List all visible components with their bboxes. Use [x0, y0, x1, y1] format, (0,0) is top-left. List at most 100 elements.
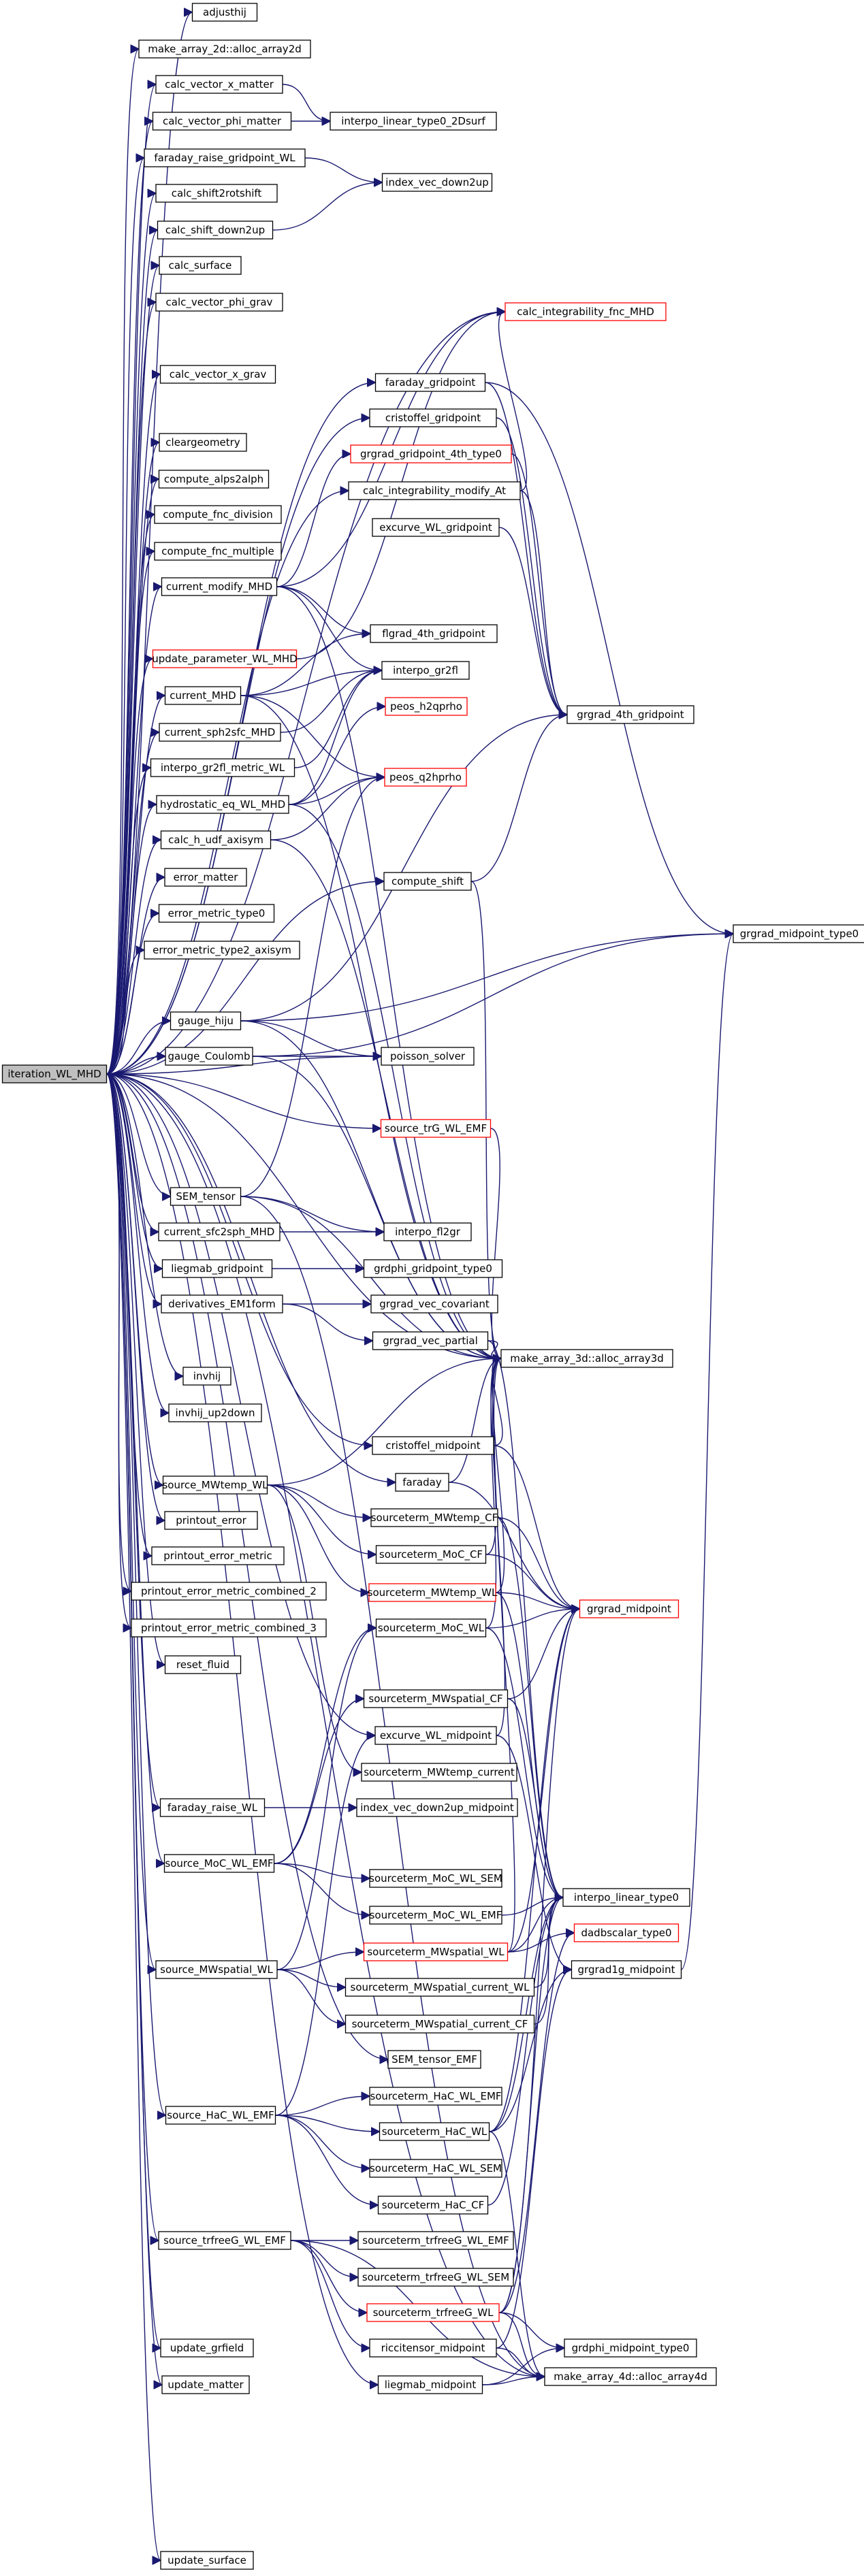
- node-source-mwspatial-wl[interactable]: source_MWspatial_WL: [155, 1960, 278, 1979]
- node-grgrad1g-midpoint[interactable]: grgrad1g_midpoint: [571, 1960, 682, 1979]
- node-sourceterm-mwspatial-current-cf[interactable]: sourceterm_MWspatial_current_CF: [345, 2015, 535, 2034]
- node-grdphi-midpoint-type0[interactable]: grdphi_midpoint_type0: [564, 2338, 697, 2358]
- node-sourceterm-mwtemp-cf[interactable]: sourceterm_MWtemp_CF: [370, 1508, 498, 1527]
- node-make-array-3d-alloc-array3d[interactable]: make_array_3d::alloc_array3d: [500, 1349, 673, 1368]
- node-printout-error[interactable]: printout_error: [164, 1511, 258, 1530]
- node-grdphi-gridpoint-type0[interactable]: grdphi_gridpoint_type0: [363, 1259, 503, 1278]
- node-printout-error-metric-combined-2[interactable]: printout_error_metric_combined_2: [131, 1582, 327, 1601]
- node-cleargeometry[interactable]: cleargeometry: [159, 433, 247, 452]
- node-cristoffel-midpoint[interactable]: cristoffel_midpoint: [372, 1436, 494, 1455]
- node-calc-shift-down2up[interactable]: calc_shift_down2up: [157, 221, 274, 240]
- node-error-metric-type2-axisym[interactable]: error_metric_type2_axisym: [144, 941, 300, 960]
- node-invhij-up2down[interactable]: invhij_up2down: [168, 1403, 262, 1422]
- node-poisson-solver[interactable]: poisson_solver: [381, 1047, 475, 1066]
- node-sourceterm-mwtemp-wl[interactable]: sourceterm_MWtemp_WL: [368, 1583, 498, 1602]
- node-source-trg-wl-emf[interactable]: source_trG_WL_EMF: [380, 1119, 492, 1138]
- node-calc-vector-phi-matter[interactable]: calc_vector_phi_matter: [152, 112, 292, 131]
- node-calc-h-udf-axisym[interactable]: calc_h_udf_axisym: [160, 830, 272, 849]
- node-liegmab-gridpoint[interactable]: liegmab_gridpoint: [161, 1259, 273, 1278]
- node-faraday-raise-gridpoint-wl[interactable]: faraday_raise_gridpoint_WL: [144, 148, 306, 167]
- node-derivatives-em1form[interactable]: derivatives_EM1form: [161, 1294, 283, 1314]
- node-sourceterm-mwspatial-cf[interactable]: sourceterm_MWspatial_CF: [363, 1689, 509, 1708]
- node-sourceterm-moc-wl-emf[interactable]: sourceterm_MoC_WL_EMF: [369, 1906, 502, 1925]
- node-error-metric-type0[interactable]: error_metric_type0: [158, 904, 275, 923]
- node-interpo-gr2fl-metric-wl[interactable]: interpo_gr2fl_metric_WL: [150, 758, 295, 777]
- node-flgrad-4th-gridpoint[interactable]: flgrad_4th_gridpoint: [370, 624, 498, 643]
- node-calc-shift2rotshift[interactable]: calc_shift2rotshift: [155, 184, 278, 203]
- node-hydrostatic-eq-wl-mhd[interactable]: hydrostatic_eq_WL_MHD: [156, 795, 289, 814]
- node-sourceterm-hac-wl-sem[interactable]: sourceterm_HaC_WL_SEM: [369, 2159, 502, 2178]
- node-cristoffel-gridpoint[interactable]: cristoffel_gridpoint: [369, 408, 497, 427]
- node-peos-h2qprho[interactable]: peos_h2qprho: [385, 697, 468, 716]
- node-calc-vector-x-matter[interactable]: calc_vector_x_matter: [155, 75, 283, 94]
- node-index-vec-down2up-midpoint[interactable]: index_vec_down2up_midpoint: [356, 1798, 518, 1817]
- node-gauge-hiju[interactable]: gauge_hiju: [170, 1011, 242, 1030]
- node-sourceterm-hac-wl-emf[interactable]: sourceterm_HaC_WL_EMF: [369, 2087, 502, 2106]
- node-sourceterm-trfreeg-wl[interactable]: sourceterm_trfreeG_WL: [366, 2303, 500, 2322]
- node-sourceterm-hac-cf[interactable]: sourceterm_HaC_CF: [377, 2196, 489, 2215]
- node-sourceterm-mwspatial-current-wl[interactable]: sourceterm_MWspatial_current_WL: [345, 1978, 535, 1997]
- node-update-grfield[interactable]: update_grfield: [160, 2338, 254, 2358]
- node-iteration-wl-mhd[interactable]: iteration_WL_MHD: [1, 1064, 108, 1083]
- node-sem-tensor-emf[interactable]: SEM_tensor_EMF: [387, 2050, 481, 2069]
- node-sourceterm-mwspatial-wl[interactable]: sourceterm_MWspatial_WL: [363, 1942, 509, 1961]
- node-reset-fluid[interactable]: reset_fluid: [164, 1655, 242, 1674]
- node-compute-shift[interactable]: compute_shift: [383, 872, 472, 891]
- node-faraday[interactable]: faraday: [395, 1473, 449, 1492]
- node-current-sph2sfc-mhd[interactable]: current_sph2sfc_MHD: [159, 723, 281, 742]
- node-adjusthij[interactable]: adjusthij: [191, 3, 258, 22]
- node-sourceterm-moc-wl-sem[interactable]: sourceterm_MoC_WL_SEM: [369, 1869, 502, 1888]
- node-faraday-raise-wl[interactable]: faraday_raise_WL: [159, 1798, 266, 1817]
- node-compute-fnc-multiple[interactable]: compute_fnc_multiple: [154, 542, 282, 561]
- node-dadbscalar-type0[interactable]: dadbscalar_type0: [573, 1923, 679, 1942]
- node-calc-integrability-fnc-mhd[interactable]: calc_integrability_fnc_MHD: [505, 302, 667, 321]
- node-interpo-linear-type0[interactable]: interpo_linear_type0: [562, 1888, 690, 1907]
- node-calc-vector-x-grav[interactable]: calc_vector_x_grav: [159, 365, 276, 384]
- node-source-hac-wl-emf[interactable]: source_HaC_WL_EMF: [165, 2106, 276, 2125]
- node-grgrad-gridpoint-4th-type0[interactable]: grgrad_gridpoint_4th_type0: [350, 444, 512, 463]
- node-faraday-gridpoint[interactable]: faraday_gridpoint: [374, 373, 486, 392]
- node-excurve-wl-gridpoint[interactable]: excurve_WL_gridpoint: [372, 518, 500, 537]
- node-source-mwtemp-wl[interactable]: source_MWtemp_WL: [162, 1476, 268, 1495]
- node-sem-tensor[interactable]: SEM_tensor: [170, 1187, 242, 1206]
- node-gauge-coulomb[interactable]: gauge_Coulomb: [165, 1047, 253, 1066]
- node-interpo-linear-type0-2dsurf[interactable]: interpo_linear_type0_2Dsurf: [330, 112, 497, 131]
- node-interpo-gr2fl[interactable]: interpo_gr2fl: [381, 661, 470, 680]
- node-calc-surface[interactable]: calc_surface: [159, 256, 242, 275]
- node-grgrad-vec-partial[interactable]: grgrad_vec_partial: [372, 1331, 489, 1350]
- node-current-modify-mhd[interactable]: current_modify_MHD: [161, 577, 278, 596]
- node-grgrad-4th-gridpoint[interactable]: grgrad_4th_gridpoint: [566, 705, 694, 724]
- node-sourceterm-trfreeg-wl-emf[interactable]: sourceterm_trfreeG_WL_EMF: [357, 2231, 514, 2250]
- node-excurve-wl-midpoint[interactable]: excurve_WL_midpoint: [374, 1726, 497, 1745]
- node-sourceterm-trfreeg-wl-sem[interactable]: sourceterm_trfreeG_WL_SEM: [357, 2268, 514, 2287]
- node-index-vec-down2up[interactable]: index_vec_down2up: [381, 173, 493, 192]
- node-grgrad-midpoint-type0[interactable]: grgrad_midpoint_type0: [733, 924, 864, 943]
- node-source-trfreeg-wl-emf[interactable]: source_trfreeG_WL_EMF: [158, 2231, 291, 2250]
- node-sourceterm-moc-cf[interactable]: sourceterm_MoC_CF: [375, 1545, 487, 1564]
- node-riccitensor-midpoint[interactable]: riccitensor_midpoint: [369, 2338, 497, 2358]
- node-update-matter[interactable]: update_matter: [161, 2375, 250, 2394]
- node-current-sfc2sph-mhd[interactable]: current_sfc2sph_MHD: [158, 1222, 281, 1241]
- node-source-moc-wl-emf[interactable]: source_MoC_WL_EMF: [163, 1854, 275, 1873]
- node-grgrad-midpoint[interactable]: grgrad_midpoint: [579, 1599, 679, 1618]
- node-calc-vector-phi-grav[interactable]: calc_vector_phi_grav: [155, 293, 283, 312]
- node-printout-error-metric[interactable]: printout_error_metric: [151, 1546, 285, 1565]
- node-interpo-fl2gr[interactable]: interpo_fl2gr: [383, 1222, 472, 1241]
- node-make-array-2d-alloc-array2d[interactable]: make_array_2d::alloc_array2d: [138, 39, 311, 59]
- node-compute-fnc-division[interactable]: compute_fnc_division: [154, 505, 282, 524]
- node-liegmab-midpoint[interactable]: liegmab_midpoint: [377, 2375, 483, 2394]
- node-sourceterm-mwtemp-current[interactable]: sourceterm_MWtemp_current: [361, 1763, 517, 1782]
- node-calc-integrability-modify-at[interactable]: calc_integrability_modify_At: [348, 481, 521, 500]
- node-peos-q2hprho[interactable]: peos_q2hprho: [384, 768, 467, 787]
- node-sourceterm-moc-wl[interactable]: sourceterm_MoC_WL: [375, 1618, 487, 1637]
- node-update-parameter-wl-mhd[interactable]: update_parameter_WL_MHD: [152, 649, 298, 668]
- node-compute-alps2alph[interactable]: compute_alps2alph: [158, 470, 270, 489]
- node-invhij[interactable]: invhij: [182, 1367, 231, 1386]
- node-update-surface[interactable]: update_surface: [160, 2551, 254, 2570]
- node-make-array-4d-alloc-array4d[interactable]: make_array_4d::alloc_array4d: [544, 2367, 717, 2386]
- node-current-mhd[interactable]: current_MHD: [164, 686, 242, 705]
- node-error-matter[interactable]: error_matter: [164, 868, 247, 887]
- node-sourceterm-hac-wl[interactable]: sourceterm_HaC_WL: [379, 2122, 490, 2141]
- node-grgrad-vec-covariant[interactable]: grgrad_vec_covariant: [370, 1294, 498, 1314]
- node-printout-error-metric-combined-3[interactable]: printout_error_metric_combined_3: [131, 1618, 327, 1637]
